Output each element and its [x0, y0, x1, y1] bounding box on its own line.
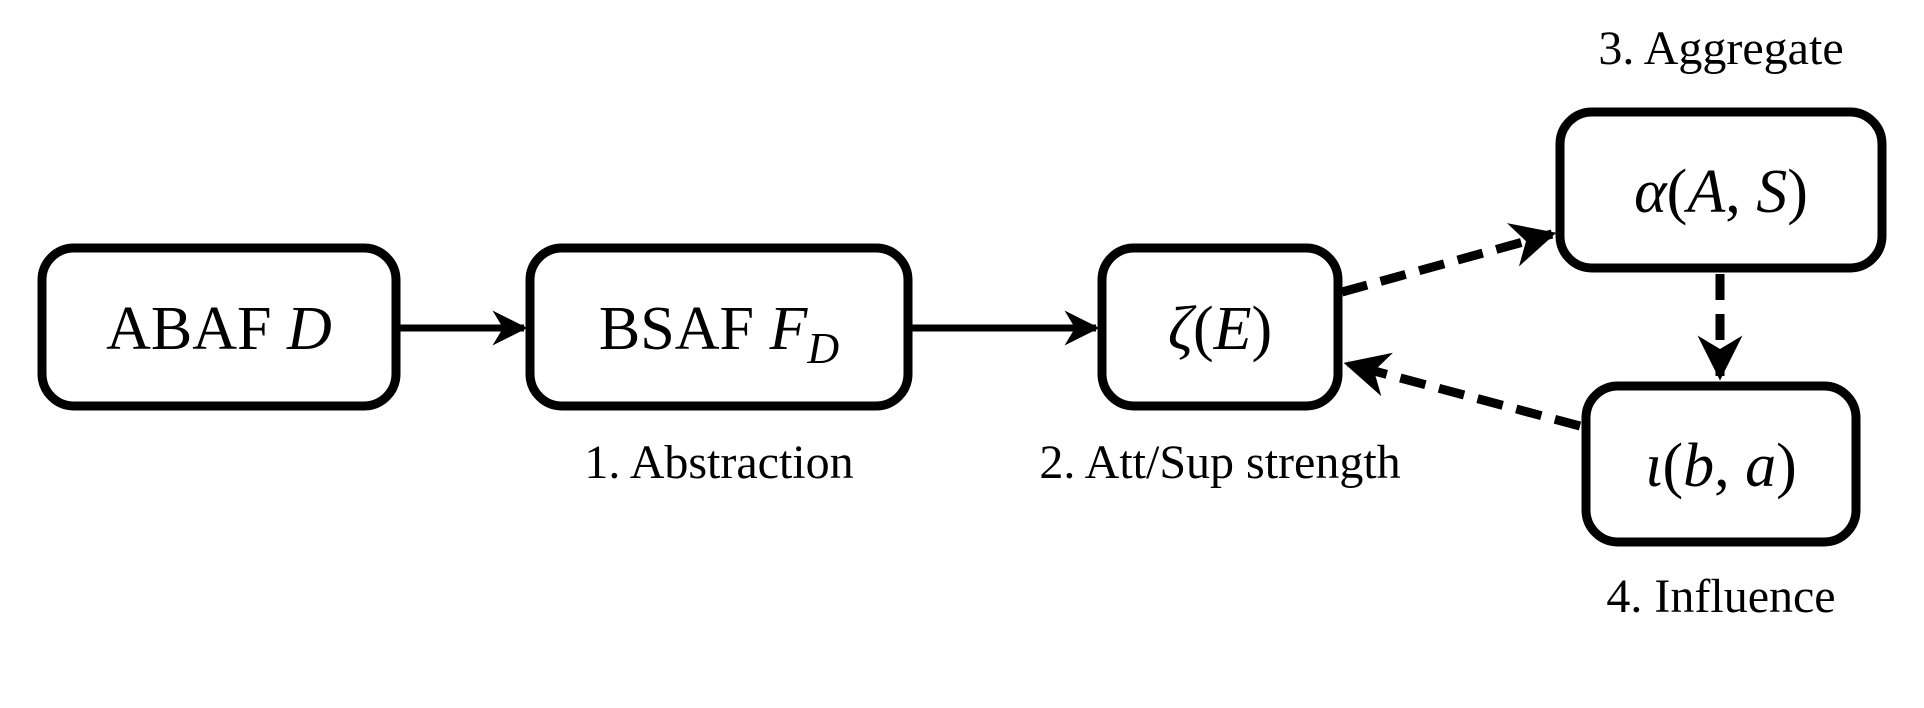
node-aggregate-box [1555, 107, 1887, 273]
influence-arg2: a [1745, 432, 1776, 500]
node-strength: ζ(E) [1097, 243, 1343, 411]
node-abaf-box [37, 243, 401, 411]
caption-strength: 2. Att/Sup strength [1039, 436, 1400, 489]
node-aggregate-label: α(A, S) [1634, 158, 1808, 226]
influence-open: ( [1662, 432, 1683, 500]
influence-arg1: b [1683, 432, 1714, 500]
influence-func: ι [1645, 432, 1662, 500]
node-influence-label: ι(b, a) [1645, 432, 1797, 500]
abaf-symbol: D [286, 295, 332, 363]
aggregate-func: α [1634, 158, 1668, 226]
aggregate-sep: , [1725, 158, 1741, 226]
node-bsaf-label: BSAF FD [599, 295, 839, 373]
node-abaf-label: ABAF D [106, 295, 332, 363]
node-influence: ι(b, a) [1581, 381, 1861, 547]
edge-strength-to-aggregate [1340, 223, 1557, 297]
strength-arg: E [1213, 295, 1252, 363]
caption-abstraction: 1. Abstraction [584, 436, 853, 489]
node-influence-box [1581, 381, 1861, 547]
bsaf-subscript: D [806, 324, 839, 373]
strength-open: ( [1193, 295, 1214, 363]
aggregate-close: ) [1787, 158, 1808, 226]
strength-close: ) [1251, 295, 1272, 363]
node-bsaf: BSAF FD [525, 243, 913, 411]
caption-influence: 4. Influence [1606, 570, 1835, 623]
caption-aggregate: 3. Aggregate [1598, 22, 1843, 75]
node-strength-label: ζ(E) [1168, 295, 1272, 363]
edges [400, 223, 1743, 431]
influence-sep: , [1714, 432, 1730, 500]
aggregate-open: ( [1667, 158, 1688, 226]
edge-influence-to-strength [1343, 352, 1582, 431]
node-bsaf-box [525, 243, 913, 411]
aggregate-arg2: S [1756, 158, 1787, 226]
node-strength-box [1097, 243, 1343, 411]
aggregate-arg1: A [1683, 158, 1726, 226]
bsaf-symbol: F [768, 295, 808, 363]
node-aggregate: α(A, S) [1555, 107, 1887, 273]
strength-func: ζ [1168, 295, 1197, 363]
influence-close: ) [1776, 432, 1797, 500]
node-abaf: ABAF D [37, 243, 401, 411]
abaf-prefix: ABAF [106, 295, 271, 363]
bsaf-prefix: BSAF [599, 295, 754, 363]
